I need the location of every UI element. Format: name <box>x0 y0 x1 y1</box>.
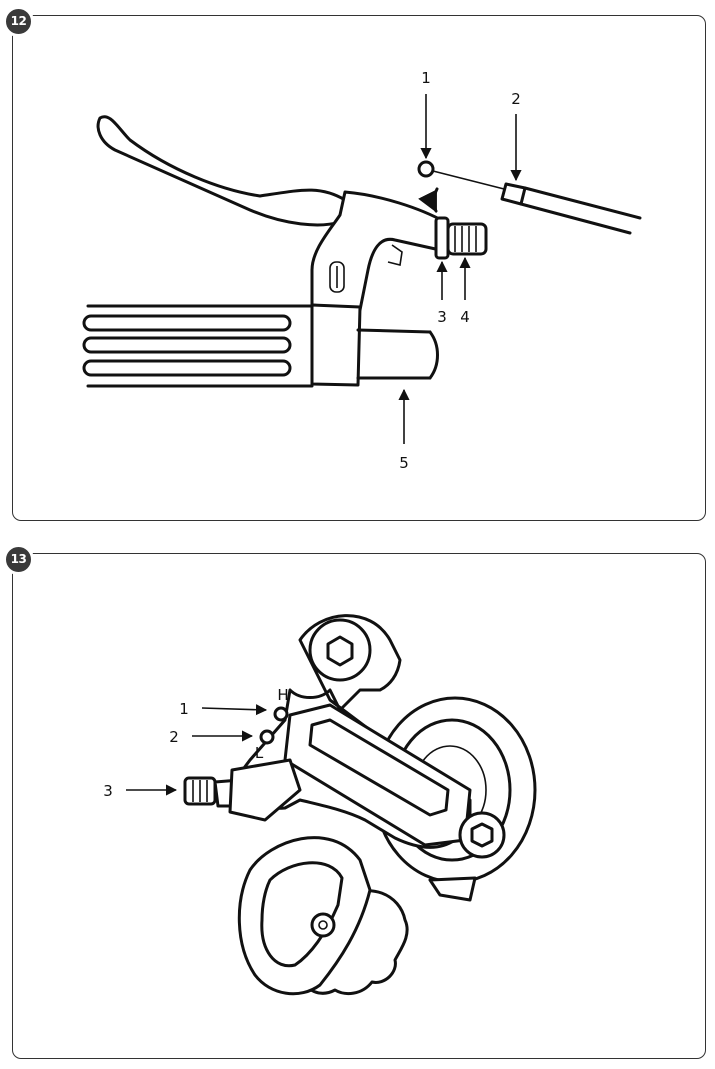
figure-13-number-badge: 13 <box>3 544 34 575</box>
figure-12-leaders <box>398 94 522 444</box>
callout-12-2: 2 <box>511 90 521 108</box>
brake-lever-drawing <box>82 115 642 388</box>
figure-13-leaders <box>126 704 268 796</box>
figure-12-number-badge: 12 <box>3 6 34 37</box>
callout-13-3: 3 <box>103 782 113 800</box>
callout-13-1: 1 <box>179 700 189 718</box>
limit-screw-l-mark: L <box>255 744 264 762</box>
rear-derailleur-drawing <box>183 614 537 996</box>
limit-screw-h-mark: H <box>277 686 288 704</box>
callout-12-1: 1 <box>421 69 431 87</box>
callout-12-4: 4 <box>460 308 470 326</box>
callout-12-3: 3 <box>437 308 447 326</box>
callout-13-2: 2 <box>169 728 179 746</box>
callout-12-5: 5 <box>399 454 409 472</box>
